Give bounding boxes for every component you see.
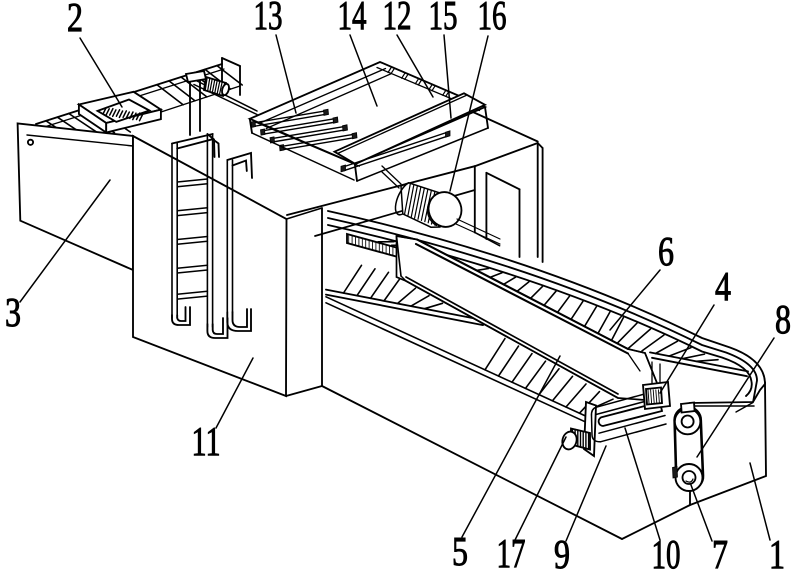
svg-text:13: 13 <box>254 0 283 38</box>
svg-text:12: 12 <box>383 0 412 38</box>
svg-text:7: 7 <box>712 531 728 574</box>
svg-text:1: 1 <box>769 531 785 574</box>
svg-text:15: 15 <box>429 0 458 38</box>
svg-text:11: 11 <box>192 418 221 464</box>
svg-text:2: 2 <box>67 0 83 40</box>
svg-text:16: 16 <box>478 0 507 38</box>
svg-text:10: 10 <box>652 531 681 574</box>
svg-text:4: 4 <box>715 263 731 309</box>
svg-text:14: 14 <box>338 0 367 38</box>
svg-text:6: 6 <box>658 228 674 274</box>
svg-text:9: 9 <box>554 531 570 574</box>
svg-text:3: 3 <box>5 289 21 335</box>
svg-text:5: 5 <box>452 528 468 574</box>
svg-text:17: 17 <box>497 530 526 574</box>
svg-text:8: 8 <box>775 296 791 342</box>
